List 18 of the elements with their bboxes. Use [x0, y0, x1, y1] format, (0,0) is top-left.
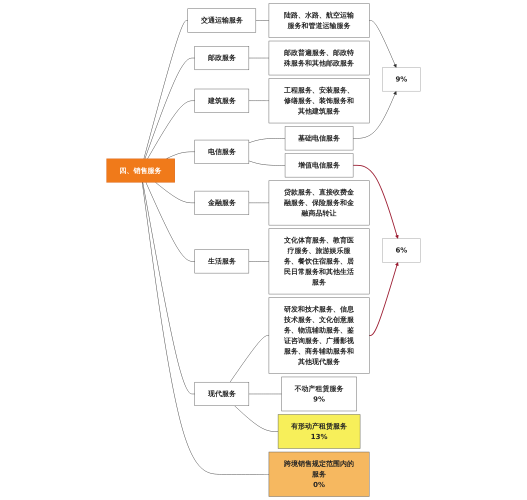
connector [248, 261, 270, 262]
connector [146, 182, 195, 262]
connector [144, 20, 188, 160]
connector [144, 58, 195, 160]
connector [142, 182, 270, 474]
connector [230, 335, 270, 382]
connector [248, 138, 286, 144]
arrow [368, 262, 399, 336]
connector [166, 152, 195, 160]
connector [147, 100, 195, 160]
arrow [352, 164, 399, 239]
connector [155, 182, 195, 204]
connector [248, 202, 270, 204]
connector [142, 182, 195, 394]
connector [248, 160, 286, 166]
connector [234, 406, 278, 432]
connector [248, 100, 270, 101]
connector [256, 20, 270, 21]
